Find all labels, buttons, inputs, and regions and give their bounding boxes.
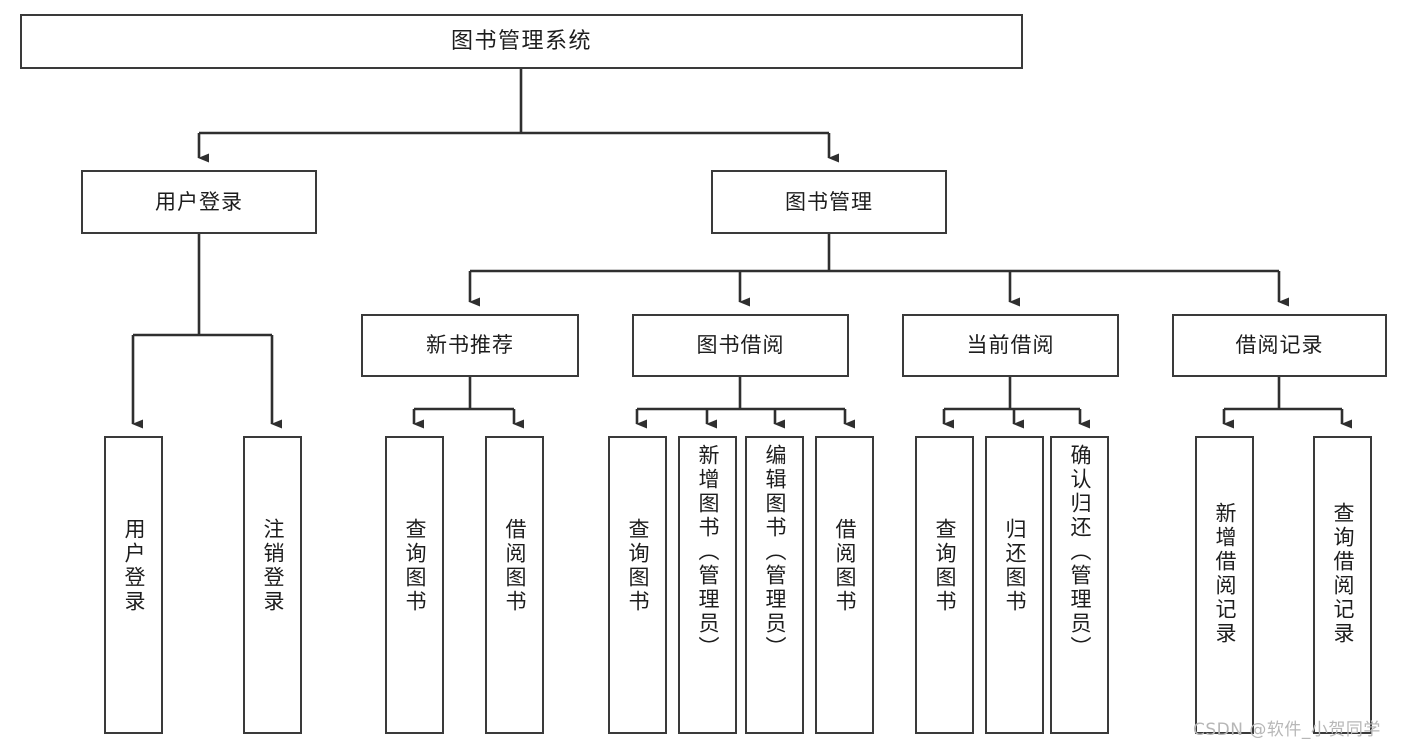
leaf-add-borrow-record[interactable]: 新增借阅记录 (1195, 436, 1254, 734)
node-label: 用户登录 (122, 518, 146, 614)
leaf-confirm-return-admin[interactable]: 确认归还（管理员） (1050, 436, 1109, 734)
node-label: 用户登录 (155, 189, 243, 214)
node-label: 新增图书（管理员） (696, 444, 720, 660)
node-borrow-record[interactable]: 借阅记录 (1172, 314, 1387, 377)
leaf-query-book-current[interactable]: 查询图书 (915, 436, 974, 734)
leaf-edit-book-admin[interactable]: 编辑图书（管理员） (745, 436, 804, 734)
node-label: 查询图书 (933, 518, 957, 614)
node-label: 新增借阅记录 (1213, 502, 1237, 646)
leaf-query-book-borrow[interactable]: 查询图书 (608, 436, 667, 734)
node-label: 借阅图书 (833, 518, 857, 614)
node-label: 查询图书 (626, 518, 650, 614)
leaf-logout[interactable]: 注销登录 (243, 436, 302, 734)
node-user-login[interactable]: 用户登录 (81, 170, 317, 234)
node-label: 图书借阅 (696, 333, 785, 358)
node-label: 图书管理 (785, 189, 873, 214)
node-book-borrow[interactable]: 图书借阅 (632, 314, 849, 377)
node-label: 查询图书 (403, 518, 427, 614)
node-label: 查询借阅记录 (1331, 502, 1355, 646)
node-label: 借阅图书 (503, 518, 527, 614)
node-label: 编辑图书（管理员） (763, 444, 787, 660)
node-label: 注销登录 (261, 518, 285, 614)
leaf-borrow-book[interactable]: 借阅图书 (815, 436, 874, 734)
leaf-add-book-admin[interactable]: 新增图书（管理员） (678, 436, 737, 734)
node-label: 图书管理系统 (450, 28, 592, 54)
node-new-book-recommend[interactable]: 新书推荐 (361, 314, 579, 377)
leaf-borrow-book-recommend[interactable]: 借阅图书 (485, 436, 544, 734)
node-label: 归还图书 (1003, 518, 1027, 614)
node-current-borrow[interactable]: 当前借阅 (902, 314, 1119, 377)
csdn-watermark: CSDN @软件_小贺同学 (1193, 720, 1381, 740)
leaf-user-login[interactable]: 用户登录 (104, 436, 163, 734)
node-root-system[interactable]: 图书管理系统 (20, 14, 1023, 69)
leaf-query-borrow-record[interactable]: 查询借阅记录 (1313, 436, 1372, 734)
leaf-return-book[interactable]: 归还图书 (985, 436, 1044, 734)
node-label: 当前借阅 (966, 333, 1055, 358)
node-label: 确认归还（管理员） (1068, 444, 1092, 660)
node-label: 新书推荐 (426, 333, 514, 358)
leaf-query-book-recommend[interactable]: 查询图书 (385, 436, 444, 734)
node-label: 借阅记录 (1235, 333, 1324, 358)
node-book-management[interactable]: 图书管理 (711, 170, 947, 234)
